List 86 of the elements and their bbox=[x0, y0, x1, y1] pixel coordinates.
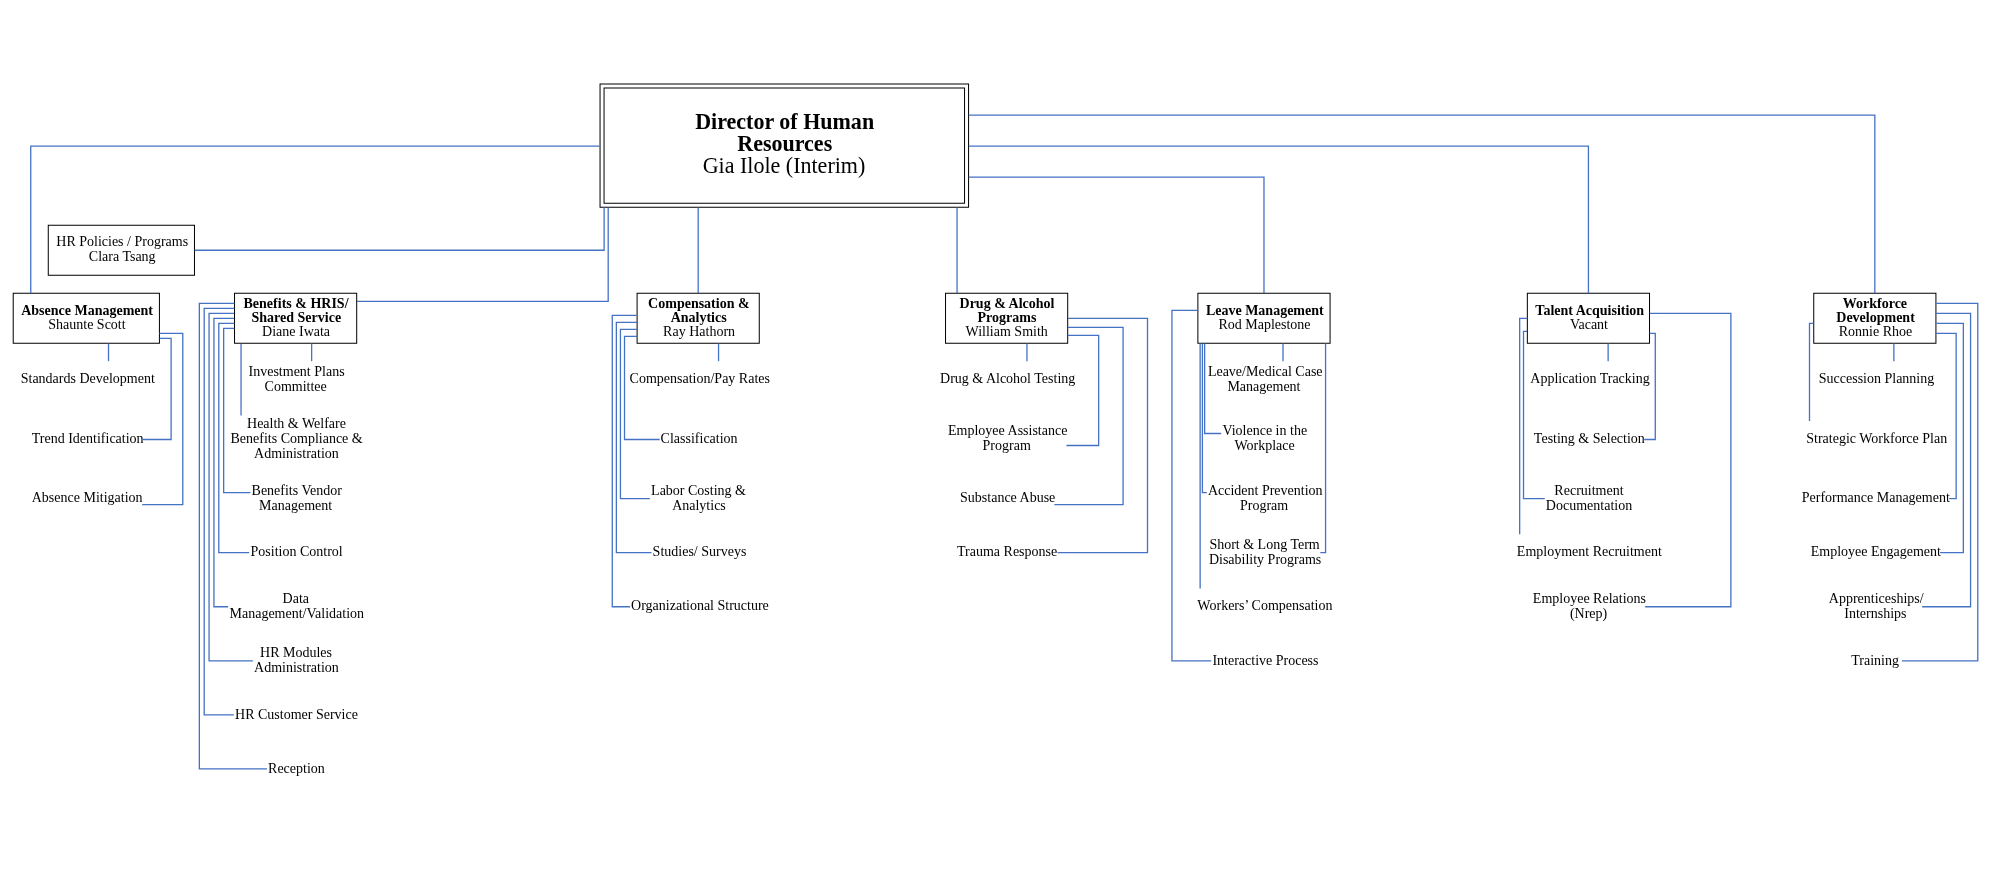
connector bbox=[222, 327, 251, 494]
node-text: Violence in the Workplace bbox=[1221, 423, 1307, 454]
node-text: Trauma Response bbox=[956, 544, 1057, 560]
node-text: Compensation/Pay Rates bbox=[629, 371, 770, 387]
node-text: Trend Identification bbox=[31, 430, 144, 446]
connector bbox=[967, 176, 1265, 294]
node-text: Employee Relations (Nrep) bbox=[1532, 590, 1646, 621]
node-text: Data Management/Validation bbox=[229, 590, 364, 621]
node-text: Health & Welfare Benefits Compliance & Administration bbox=[230, 415, 363, 461]
connector bbox=[355, 206, 609, 302]
node-text: Employment Recruitment bbox=[1516, 544, 1662, 560]
connector bbox=[623, 335, 660, 441]
connector bbox=[1808, 322, 1814, 422]
node-text: Position Control bbox=[250, 544, 343, 560]
connector bbox=[207, 312, 253, 662]
connector bbox=[193, 206, 605, 251]
node-text: Studies/ Surveys bbox=[652, 544, 746, 560]
connector bbox=[1170, 309, 1212, 662]
connector bbox=[1934, 332, 1957, 500]
node-box: Drug & Alcohol Programs William Smith bbox=[944, 292, 1068, 344]
node-box: HR Policies / Programs Clara Tsang bbox=[47, 224, 195, 276]
connector bbox=[141, 332, 183, 506]
connector bbox=[29, 145, 601, 294]
connector bbox=[1900, 302, 1978, 662]
node-text: Employee Engagement bbox=[1810, 544, 1941, 560]
node-text: Classification bbox=[660, 430, 738, 446]
node-box: Director of Human Resources Gia Ilole (Interim) bbox=[599, 83, 969, 208]
connector bbox=[1053, 326, 1124, 506]
node-text: Drug & Alcohol Testing bbox=[939, 371, 1075, 387]
node-box: Benefits & HRIS/ Shared Service Diane Iwata bbox=[233, 292, 357, 344]
connector bbox=[1644, 312, 1732, 608]
connector bbox=[140, 337, 172, 441]
node-text: HR Modules Administration bbox=[253, 645, 339, 676]
connector bbox=[1056, 317, 1148, 554]
connector bbox=[967, 114, 1875, 294]
node-text: Accident Prevention Program bbox=[1207, 482, 1323, 513]
connector bbox=[1522, 330, 1545, 500]
connector bbox=[955, 206, 958, 294]
node-text: Benefits Vendor Management bbox=[251, 482, 342, 513]
connector bbox=[619, 328, 650, 500]
connector bbox=[1203, 342, 1222, 435]
node-text: Strategic Workforce Plan bbox=[1805, 430, 1947, 446]
node-box: Talent Acquisition Vacant bbox=[1526, 292, 1650, 344]
node-text: Organizational Structure bbox=[630, 598, 769, 614]
connector bbox=[1518, 317, 1528, 535]
node-text: Interactive Process bbox=[1211, 652, 1319, 668]
node-text: Apprenticeships/ Internships bbox=[1828, 590, 1924, 621]
node-text: Performance Management bbox=[1801, 490, 1950, 506]
node-text: Labor Costing & Analytics bbox=[650, 482, 746, 513]
connector bbox=[1921, 312, 1971, 608]
connector bbox=[203, 307, 235, 716]
node-text: Workers’ Compensation bbox=[1196, 598, 1332, 614]
node-text: Investment Plans Committee bbox=[248, 363, 345, 394]
connector bbox=[1281, 342, 1284, 362]
connector bbox=[697, 206, 699, 294]
connector bbox=[1319, 342, 1326, 554]
node-box: Compensation & Analytics Ray Hathorn bbox=[636, 292, 760, 344]
connector bbox=[198, 302, 268, 770]
connector bbox=[217, 322, 250, 554]
node-text: Standards Development bbox=[20, 371, 155, 387]
node-text: Employee Assistance Program bbox=[947, 423, 1067, 454]
node-box: Workforce Development Ronnie Rhoe bbox=[1812, 292, 1936, 344]
node-text: Substance Abuse bbox=[959, 490, 1055, 506]
node-text: Short & Long Term Disability Programs bbox=[1208, 536, 1321, 567]
connector bbox=[967, 145, 1589, 294]
node-text: Recruitment Documentation bbox=[1545, 482, 1632, 513]
node-text: HR Customer Service bbox=[234, 706, 358, 722]
connector bbox=[1025, 342, 1028, 362]
node-text: Succession Planning bbox=[1818, 371, 1934, 387]
node-text: Testing & Selection bbox=[1533, 430, 1645, 446]
node-text: Absence Mitigation bbox=[31, 490, 143, 506]
node-box: Leave Management Rod Maplestone bbox=[1196, 292, 1331, 344]
node-text: Reception bbox=[267, 760, 325, 776]
connector bbox=[1199, 342, 1201, 590]
node-text: Application Tracking bbox=[1529, 371, 1650, 387]
node-text: Training bbox=[1850, 652, 1899, 668]
connector bbox=[239, 343, 242, 417]
connector bbox=[1607, 342, 1609, 362]
connector bbox=[1065, 334, 1099, 447]
connector bbox=[1935, 322, 1964, 554]
node-text: Leave/Medical Case Management bbox=[1207, 363, 1323, 394]
connector bbox=[212, 317, 235, 608]
node-box: Absence Management Shaunte Scott bbox=[12, 292, 160, 344]
connector bbox=[1201, 343, 1207, 494]
connector bbox=[1892, 342, 1894, 362]
connector bbox=[615, 321, 652, 554]
